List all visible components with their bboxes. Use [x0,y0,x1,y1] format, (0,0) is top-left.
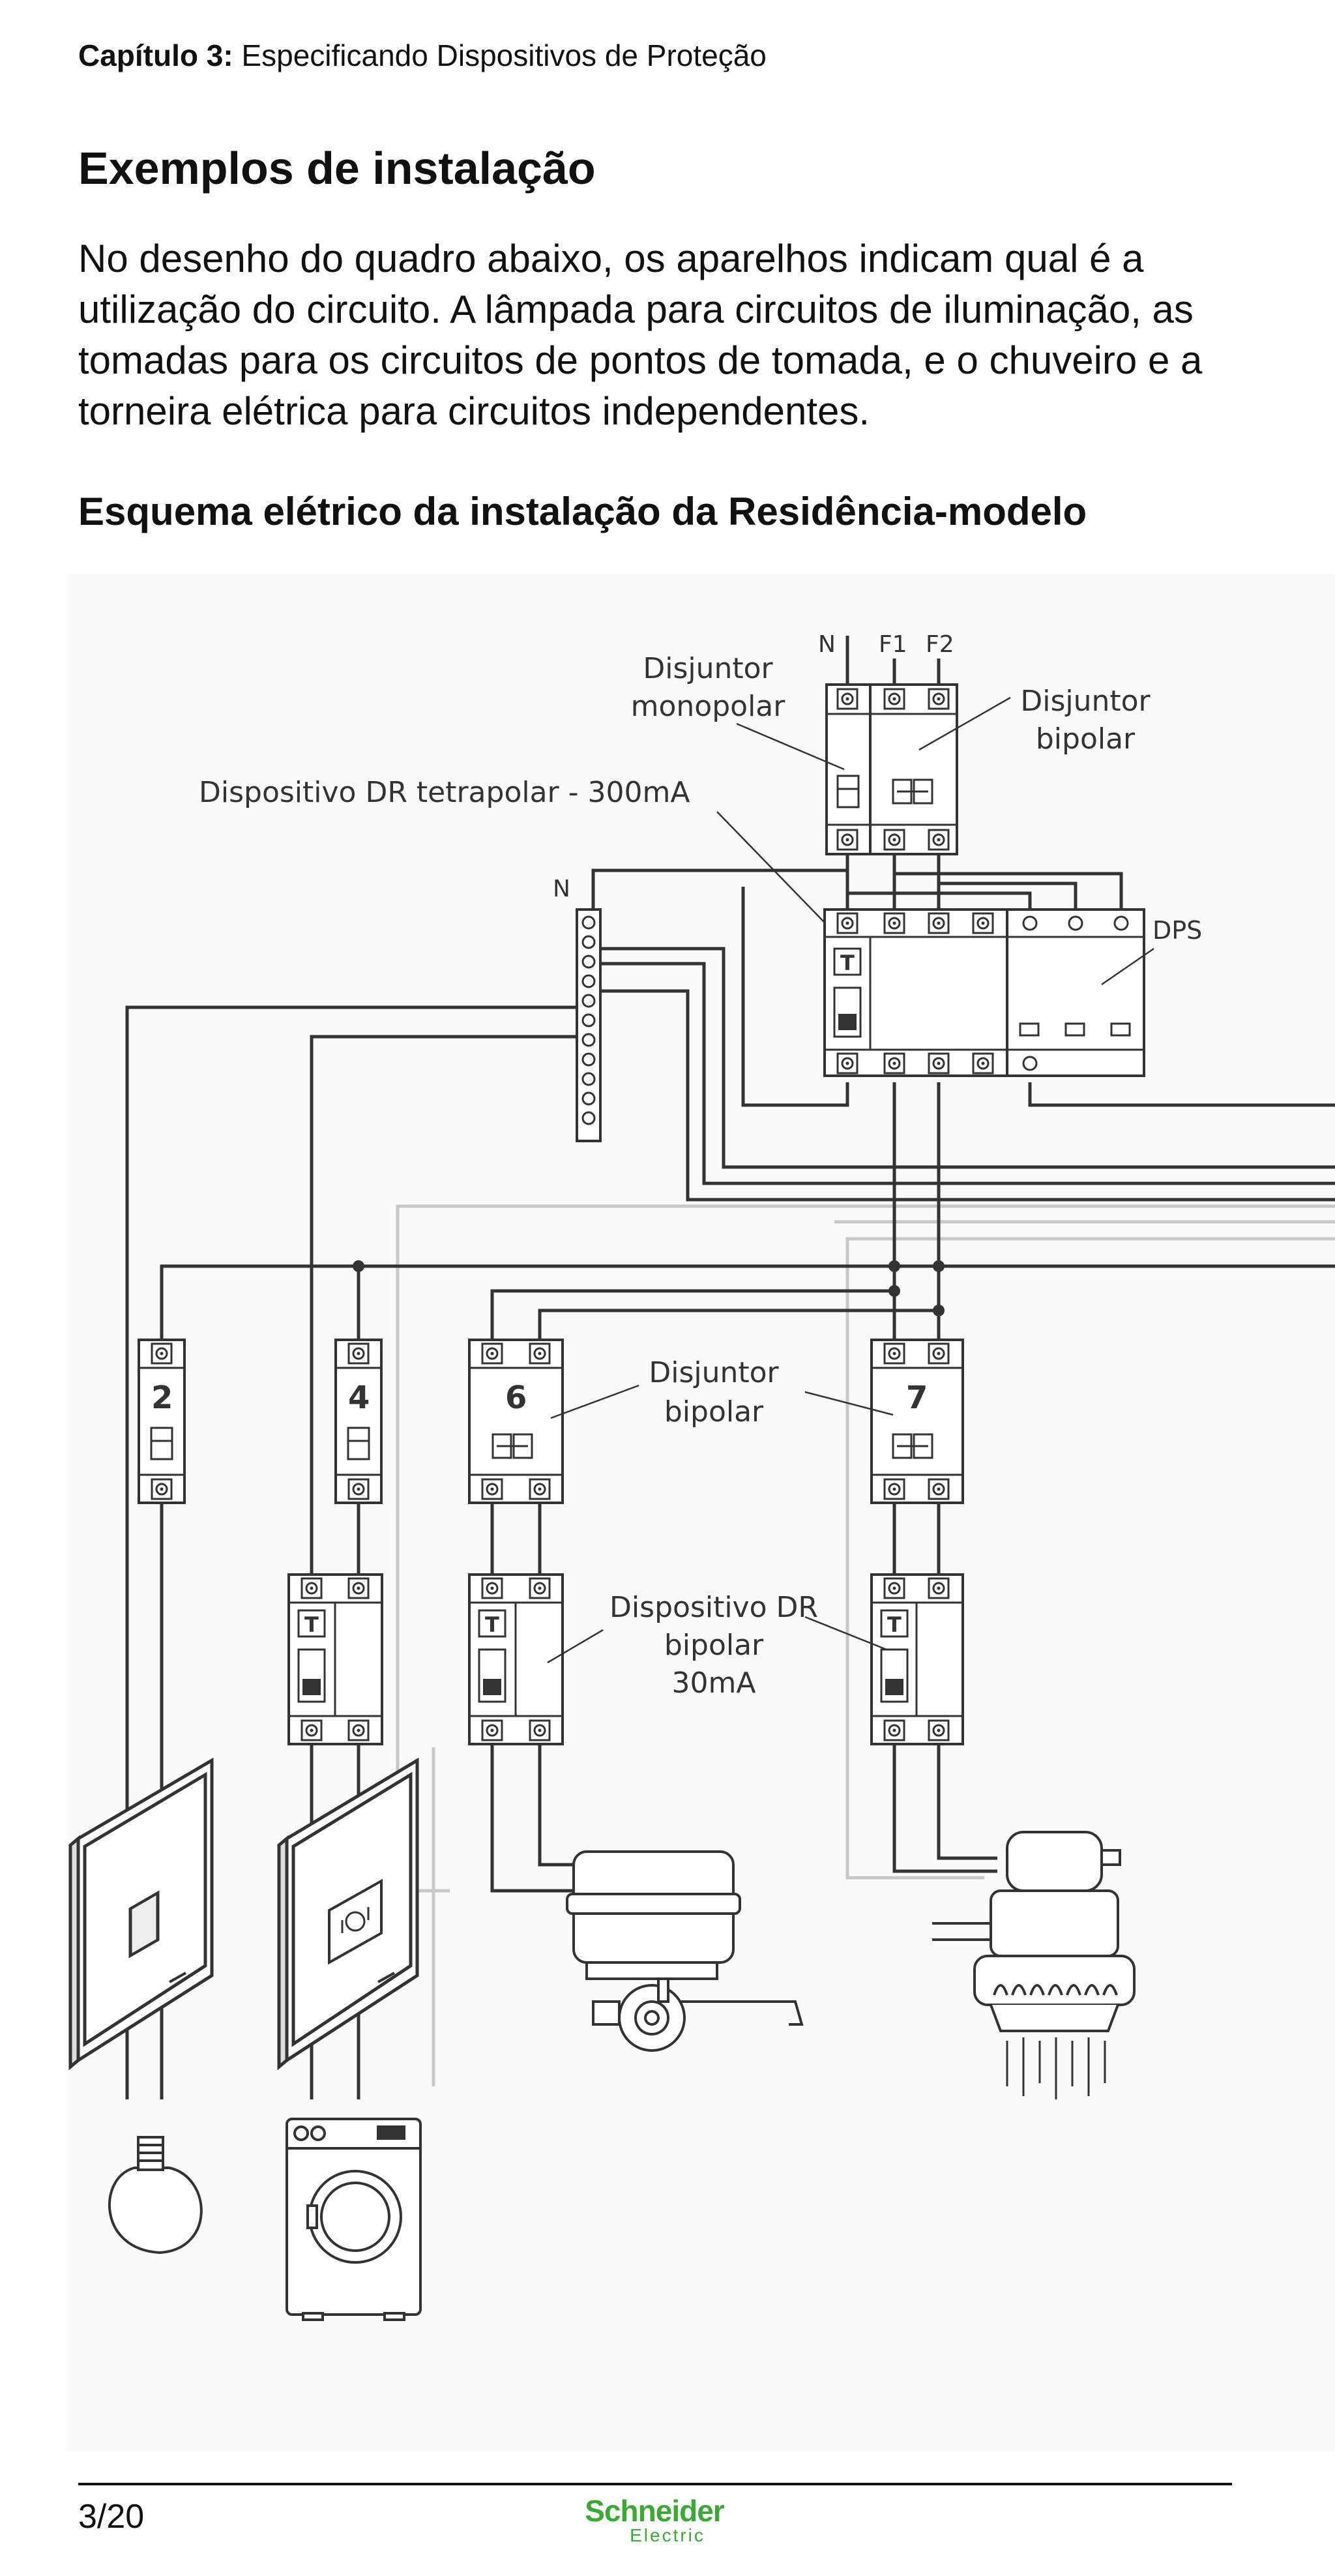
dr-tetrapolar: T [823,908,1145,1077]
dr-bipolar-7: T [870,1573,964,1745]
circuit-number-7: 7 [906,1380,928,1416]
section-title: Exemplos de instalação [78,143,596,194]
dr-bipolar-4-test-letter: T [304,1612,319,1637]
breaker-4: 4 [334,1339,383,1504]
light-switch-plate [68,1757,214,2071]
circuit-number-2: 2 [151,1380,173,1416]
dark-wires [125,636,1335,2086]
electrical-diagram: T 2 [68,631,1335,2321]
dr-bipolar-4: T [287,1573,383,1745]
junction-dots [353,1260,945,1316]
lamp-icon [108,2136,203,2255]
label-disjuntor-bipolar-top-1: Disjuntor [1020,685,1151,718]
diagram-background [65,574,1335,2451]
label-dr-bipolar-2: bipolar [664,1629,764,1662]
neutral-bar [576,908,602,1142]
footer-rule [78,2483,1232,2485]
circuit-number-4: 4 [348,1380,370,1416]
chapter-title: Especificando Dispositivos de Proteção [241,38,767,72]
neutral-bar-label: N [553,876,570,902]
chapter-label: Capítulo 3: [78,38,233,72]
washing-machine-icon [286,2118,422,2321]
circuit-number-6: 6 [505,1380,527,1416]
label-disjuntor-bipolar-mid-1: Disjuntor [649,1356,779,1389]
motor-icon [566,1850,804,2052]
label-disjuntor-monopolar-2: monopolar [631,690,786,723]
diagram-labels: N F1 F2 N Disjuntor monopolar Disjuntor … [199,631,1202,1700]
label-disjuntor-monopolar-1: Disjuntor [643,652,773,685]
chapter-header: Capítulo 3: Especificando Dispositivos d… [78,38,767,73]
logo-brand: Schneider [585,2494,724,2528]
terminal-label-n: N [818,631,836,658]
terminal-label-f2: F2 [926,631,954,658]
label-dr-tetrapolar: Dispositivo DR tetrapolar - 300mA [199,776,690,809]
top-breaker-block [825,683,958,855]
dr-bipolar-6: T [468,1573,564,1745]
dr-bipolar-7-test-letter: T [887,1612,902,1637]
label-disjuntor-bipolar-top-2: bipolar [1036,722,1136,756]
breaker-7: 7 [870,1339,964,1504]
label-disjuntor-bipolar-mid-2: bipolar [664,1395,764,1429]
leader-lines [547,696,1154,1664]
diagram-title: Esquema elétrico da instalação da Residê… [78,490,1087,533]
logo-sub: Electric [630,2525,705,2545]
schneider-electric-logo: Schneider Electric [576,2496,733,2545]
label-dr-bipolar-1: Dispositivo DR [609,1591,818,1624]
dr-bipolar-6-test-letter: T [485,1612,499,1637]
outlet-plate [277,1757,419,2071]
label-dps: DPS [1152,916,1202,945]
label-dr-bipolar-3: 30mA [672,1666,756,1700]
plate-wires [125,2021,360,2099]
shower-icon [932,1831,1136,2099]
dr-tetrapolar-test-letter: T [840,951,855,975]
intro-paragraph: No desenho do quadro abaixo, os aparelho… [78,237,1203,433]
breaker-2: 2 [138,1339,186,1504]
breaker-6: 6 [468,1339,564,1504]
terminal-label-f1: F1 [879,631,907,658]
page-number: 3/20 [78,2498,145,2536]
